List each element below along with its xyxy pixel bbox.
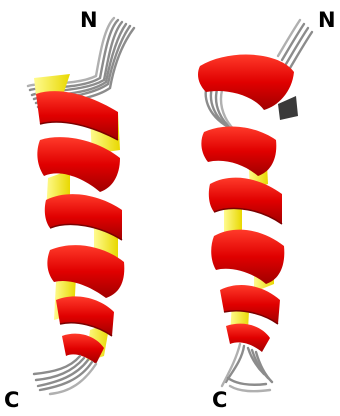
c-terminus-label-left: C <box>4 390 19 411</box>
n-terminus-label-right: N <box>318 10 336 31</box>
left-alpha-helix-icon <box>0 0 170 416</box>
helix-ribbon-right <box>198 55 298 352</box>
right-helix-panel: N C <box>170 0 340 416</box>
c-terminal-coil-right <box>222 344 272 391</box>
left-helix-panel: N C <box>0 0 170 416</box>
c-terminal-coil-left <box>34 356 96 394</box>
helix-ribbon-left <box>34 74 124 364</box>
n-terminus-label-left: N <box>80 10 98 31</box>
right-alpha-helix-icon <box>170 0 340 416</box>
c-terminus-label-right: C <box>212 390 227 411</box>
